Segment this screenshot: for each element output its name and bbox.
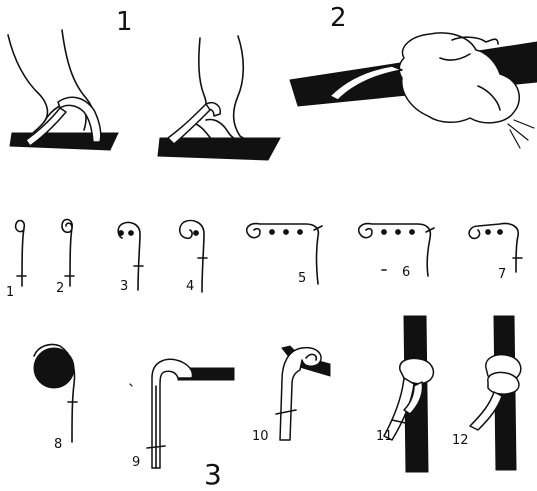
coil-step-6: 6: [359, 224, 434, 280]
coil-6-dot-3: [410, 230, 415, 235]
step-label-11: 11: [376, 429, 393, 444]
coil-step-7: 7: [469, 224, 522, 283]
coil-6-dot-2: [396, 230, 401, 235]
section-label-3: 3: [204, 458, 222, 491]
loop-step-12-b: [488, 372, 519, 394]
coil-5-dot-2: [284, 230, 289, 235]
section-label-2: 2: [330, 3, 347, 33]
step-label-5: 5: [298, 271, 306, 286]
step-label-4: 4: [186, 279, 194, 294]
section-1-illustration: 1: [8, 7, 280, 160]
stray-mark: [130, 384, 132, 386]
step-label-7: 7: [498, 267, 506, 282]
coil-5-dot-3: [298, 230, 303, 235]
step-8: 8: [34, 344, 77, 452]
step-label-3: 3: [120, 279, 128, 294]
coil-3-dot-1: [119, 231, 124, 236]
step-label-2: 2: [56, 281, 64, 296]
step-11: 11: [376, 316, 433, 472]
section-2-illustration: 2: [290, 3, 537, 148]
string-step-10: [280, 348, 321, 440]
motion-lines: [508, 120, 534, 148]
step-9: 9: [130, 359, 234, 470]
step-label-8: 8: [54, 437, 62, 452]
step-label-10: 10: [252, 429, 269, 444]
coil-6-dot-1: [382, 230, 387, 235]
step-10: 10: [252, 346, 330, 444]
hands-right: [158, 36, 280, 160]
coil-6-string: [359, 224, 431, 276]
coil-4-dot: [194, 231, 199, 236]
coil-3-dot-2: [129, 231, 134, 236]
step-label-12: 12: [452, 433, 469, 448]
string-step-9: [152, 359, 193, 468]
left-finger-outline-a: [8, 35, 47, 140]
step-label-9: 9: [132, 455, 140, 470]
coil-5-dot-1: [270, 230, 275, 235]
coil-7-string: [469, 224, 518, 273]
coil-7-dot-2: [498, 230, 503, 235]
section-label-1: 1: [116, 7, 133, 37]
step-label-6: 6: [402, 265, 410, 280]
hands-left: [8, 30, 118, 150]
step-label-1: 1: [6, 285, 14, 300]
step-12: 12: [452, 316, 521, 470]
hand-section-2: [399, 33, 519, 123]
coil-step-4: 4: [180, 221, 207, 295]
coil-7-dot-1: [486, 230, 491, 235]
coil-step-5: 5: [247, 224, 322, 286]
coil-step-2: 2: [56, 219, 74, 296]
coil-5-string: [247, 224, 319, 284]
coil-step-3: 3: [118, 222, 143, 294]
coil-step-1: 1: [6, 221, 26, 300]
right-finger-outline-b: [234, 36, 256, 141]
